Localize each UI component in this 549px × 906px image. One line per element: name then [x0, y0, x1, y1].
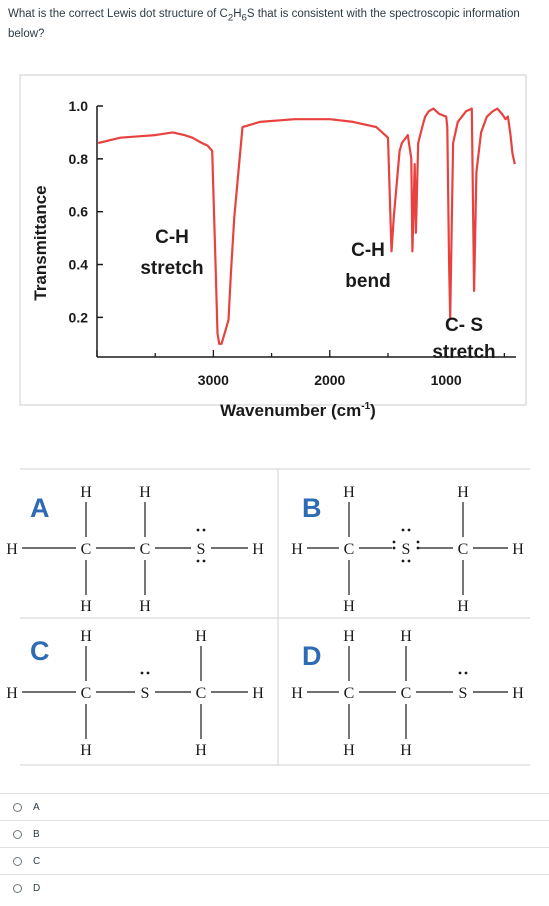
y-axis-label: Transmittance: [31, 185, 50, 300]
answer-options: A B C D: [0, 793, 549, 901]
lone-pairs: [458, 671, 468, 675]
ch-stretch-label: C-H: [155, 227, 189, 248]
atom-h: H: [80, 598, 92, 615]
atom-h: H: [80, 484, 92, 501]
structure-a-letter: A: [30, 493, 50, 523]
structure-d: D H H H C C S H H H: [291, 628, 524, 759]
atom-h: H: [139, 484, 151, 501]
question-text: What is the correct Lewis dot structure …: [8, 8, 520, 41]
atom-h: H: [400, 628, 412, 645]
atom-s: S: [402, 541, 411, 558]
atom-h: H: [6, 685, 18, 702]
y-tick-label: 0.4: [69, 257, 89, 273]
answer-option-label: D: [33, 882, 41, 894]
atom-h: H: [291, 685, 303, 702]
structure-b: B H H H C S C H H H: [291, 484, 524, 615]
atom-c: C: [81, 685, 92, 702]
spectrum-series-line: [97, 107, 516, 345]
answer-option-d[interactable]: D: [0, 874, 549, 901]
structure-d-letter: D: [302, 641, 322, 671]
answer-option-a[interactable]: A: [0, 793, 549, 820]
atom-c: C: [81, 541, 92, 558]
atom-c: C: [344, 685, 355, 702]
atom-h: H: [343, 742, 355, 759]
atom-c: C: [458, 541, 469, 558]
ch-bend-sublabel: bend: [345, 271, 390, 292]
atom-h: H: [80, 742, 92, 759]
atom-h: H: [343, 598, 355, 615]
atom-h: H: [195, 742, 207, 759]
atom-h: H: [252, 685, 264, 702]
atom-h: H: [6, 541, 18, 558]
atom-h: H: [512, 685, 524, 702]
x-axis-ticks: 3000 2000 1000: [96, 350, 506, 388]
x-tick-label: 2000: [314, 372, 345, 388]
lone-pairs: [140, 671, 150, 675]
lewis-structures-grid: [20, 468, 530, 766]
y-tick-label: 0.8: [69, 151, 89, 167]
structure-a: A H H H C C S H H H: [6, 484, 264, 615]
cs-stretch-label: C- S: [445, 315, 483, 336]
atom-h: H: [457, 484, 469, 501]
lone-pairs: [392, 528, 420, 563]
structure-c: C H H H C S C H H H: [6, 628, 264, 759]
radio-button[interactable]: [13, 802, 22, 812]
question-figure: Transmittance 1.0 0.8 0.6 0.4 0.2 3000 2000 10…: [6, 74, 530, 766]
y-tick-label: 0.2: [69, 309, 89, 325]
atom-h: H: [400, 742, 412, 759]
y-tick-label: 0.6: [69, 204, 89, 220]
x-tick-label: 1000: [431, 372, 462, 388]
atom-h: H: [343, 628, 355, 645]
atom-c: C: [401, 685, 412, 702]
radio-button[interactable]: [13, 856, 22, 866]
answer-option-label: C: [33, 855, 41, 867]
atom-s: S: [459, 685, 468, 702]
answer-option-label: A: [33, 801, 40, 813]
atom-h: H: [512, 541, 524, 558]
x-axis-label: Wavenumber (cm-1): [220, 401, 376, 420]
structure-c-letter: C: [30, 636, 50, 666]
atom-c: C: [344, 541, 355, 558]
x-tick-label: 3000: [198, 372, 229, 388]
radio-button[interactable]: [13, 829, 22, 839]
y-axis-ticks: 1.0 0.8 0.6 0.4 0.2: [69, 98, 103, 325]
atom-c: C: [196, 685, 207, 702]
atom-s: S: [197, 541, 206, 558]
atom-h: H: [343, 484, 355, 501]
atom-h: H: [291, 541, 303, 558]
y-tick-label: 1.0: [69, 98, 89, 114]
atom-s: S: [141, 685, 150, 702]
ch-bend-label: C-H: [351, 240, 385, 261]
radio-button[interactable]: [13, 883, 22, 893]
lone-pairs: [196, 528, 206, 563]
chart-border: [19, 74, 527, 406]
ch-stretch-sublabel: stretch: [140, 258, 203, 279]
atom-h: H: [457, 598, 469, 615]
ir-spectrum-chart: Transmittance 1.0 0.8 0.6 0.4 0.2 3000 2000 10…: [19, 74, 527, 420]
atom-h: H: [80, 628, 92, 645]
atom-h: H: [252, 541, 264, 558]
answer-option-b[interactable]: B: [0, 820, 549, 847]
structure-b-letter: B: [302, 493, 322, 523]
answer-option-label: B: [33, 828, 40, 840]
answer-option-c[interactable]: C: [0, 847, 549, 874]
atom-c: C: [140, 541, 151, 558]
cs-stretch-sublabel: stretch: [432, 342, 495, 363]
atom-h: H: [195, 628, 207, 645]
atom-h: H: [139, 598, 151, 615]
